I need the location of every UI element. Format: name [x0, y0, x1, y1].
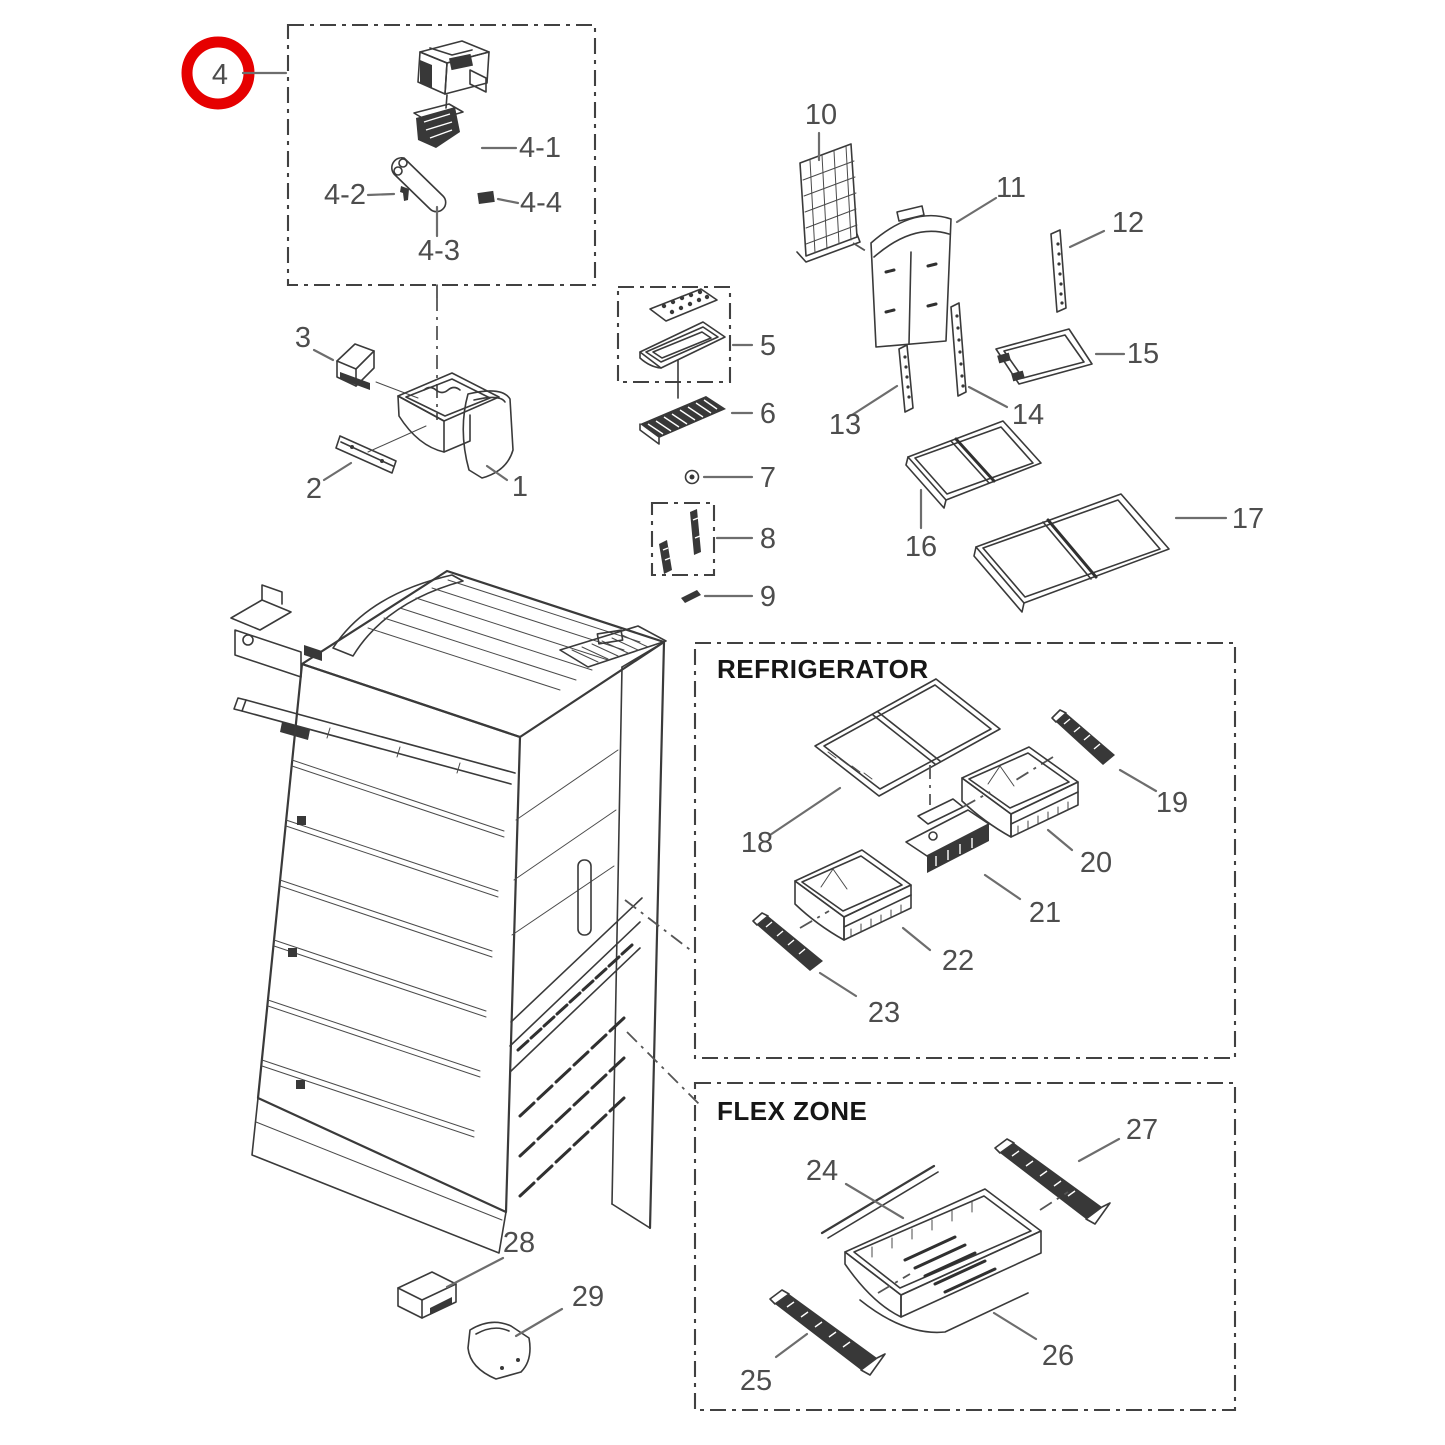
cabinet-drawing [230, 569, 701, 1254]
plate-holes [661, 289, 710, 315]
part-label-22: 22 [942, 945, 974, 977]
flex-zone-section: FLEX ZONE 24 27 26 25 [693, 1081, 1237, 1412]
grille-lines [647, 399, 718, 435]
part-label-3: 3 [295, 322, 311, 354]
part-label-6: 6 [760, 398, 776, 430]
basket-slots [903, 1235, 997, 1294]
refrigerator-section: REFRIGERATOR 18 19 20 [693, 641, 1237, 1060]
part-label-21: 21 [1029, 897, 1061, 929]
rail27-hatch [1011, 1150, 1076, 1197]
rail23-hatch [765, 921, 806, 955]
rail19-hatch [1063, 718, 1101, 750]
part-label-4-2: 4-2 [324, 179, 366, 211]
part-label-23: 23 [868, 997, 900, 1029]
drawer20-hatch [1017, 801, 1069, 834]
interior-lines [511, 749, 619, 936]
icemaker-module-drawing [413, 40, 490, 148]
mullion-slots [516, 943, 634, 1052]
mid-column-parts: 5 6 7 8 9 [616, 285, 776, 613]
right-column-parts: 10 11 12 13 14 15 [796, 99, 1264, 613]
part-label-4-1: 4-1 [519, 132, 561, 164]
part21-slots [935, 838, 973, 866]
part-label-25: 25 [740, 1365, 772, 1397]
refrigerator-section-title: REFRIGERATOR [717, 654, 929, 684]
rail14-holes [955, 314, 965, 388]
part-label-8: 8 [760, 523, 776, 555]
rail12-holes [1056, 242, 1064, 305]
part-label-13: 13 [829, 409, 861, 441]
freezer-slots [518, 1016, 626, 1198]
part-label-4-4: 4-4 [520, 187, 562, 219]
icemaker-assembly-box: 4 4-1 [181, 23, 597, 420]
panel-slots [884, 262, 938, 314]
part-label-1: 1 [512, 471, 528, 503]
part-label-7: 7 [760, 462, 776, 494]
part-label-14: 14 [1012, 399, 1044, 431]
heater-tube-drawing [391, 156, 447, 213]
part-label-27: 27 [1126, 1114, 1158, 1146]
part-label-24: 24 [806, 1155, 838, 1187]
part-label-5: 5 [760, 330, 776, 362]
part-label-16: 16 [905, 531, 937, 563]
clip-4-2-drawing [400, 186, 409, 201]
rail25-hatch [786, 1301, 851, 1348]
block-4-4-drawing [477, 190, 495, 205]
mesh-lines [802, 145, 858, 254]
part-label-15: 15 [1127, 338, 1159, 370]
rail13-holes [903, 355, 911, 399]
part-label-12: 12 [1112, 207, 1144, 239]
part-label-9: 9 [760, 581, 776, 613]
part-label-19: 19 [1156, 787, 1188, 819]
part-label-29: 29 [572, 1281, 604, 1313]
shelf18-hatch [827, 751, 873, 780]
part-label-26: 26 [1042, 1340, 1074, 1372]
drawer22-hatch [850, 904, 902, 937]
part-label-20: 20 [1080, 847, 1112, 879]
part-label-4-3: 4-3 [418, 235, 460, 267]
flex-zone-section-title: FLEX ZONE [717, 1096, 867, 1126]
top-vent-lines [571, 634, 649, 663]
part-label-10: 10 [805, 99, 837, 131]
left-wall-ribs [261, 759, 505, 1138]
part-label-4: 4 [212, 59, 228, 91]
basket-posts [871, 1201, 973, 1258]
part-label-11: 11 [996, 172, 1026, 204]
part-label-17: 17 [1232, 503, 1264, 535]
part-label-28: 28 [503, 1227, 535, 1259]
ice-bucket-assembly: 3 2 1 [295, 322, 528, 505]
part-label-18: 18 [741, 827, 773, 859]
part-label-2: 2 [306, 473, 322, 505]
bottom-covers: 28 29 [397, 1227, 604, 1380]
